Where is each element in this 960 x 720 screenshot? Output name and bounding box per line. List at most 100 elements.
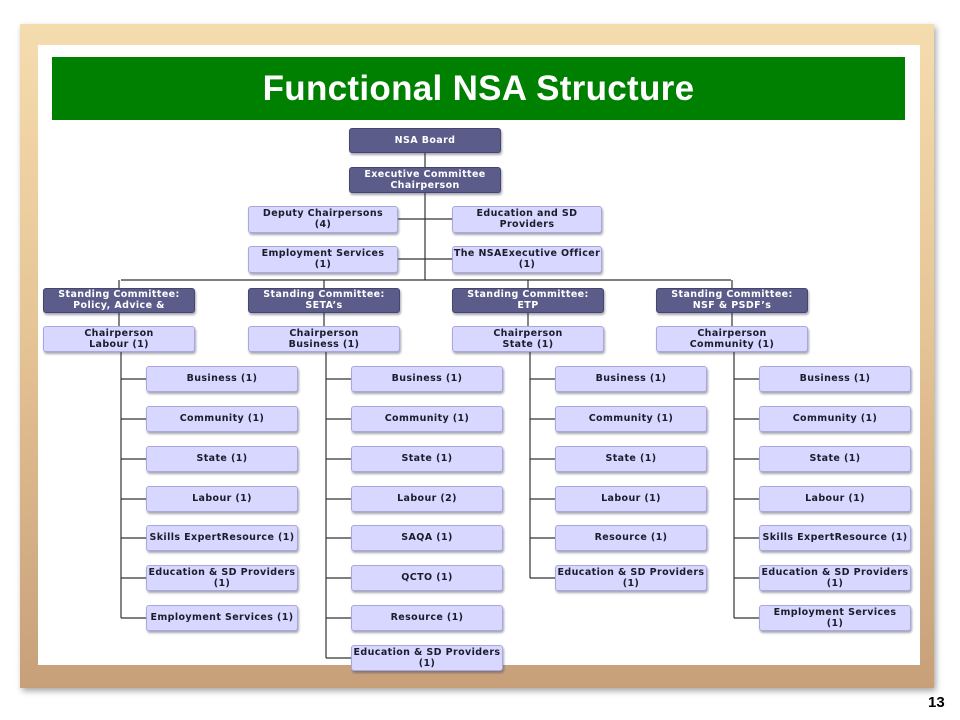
- committee-nsf-member: Labour (1): [759, 486, 911, 512]
- committee-seta-member: QCTO (1): [351, 565, 503, 591]
- committee-seta-member: Community (1): [351, 406, 503, 432]
- committee-etp-member-label: State (1): [605, 453, 657, 465]
- committee-policy-member-label: Education & SD Providers: [148, 566, 296, 578]
- committee-policy-head-label: Standing Committee:: [58, 289, 180, 301]
- committee-policy-chair-sublabel: Labour (1): [89, 338, 149, 350]
- committee-policy-member: Labour (1): [146, 486, 298, 512]
- committee-seta-member: State (1): [351, 446, 503, 472]
- committee-etp-member-label: Business (1): [595, 373, 667, 385]
- committee-nsf-head-label: Standing Committee:: [671, 289, 793, 301]
- committee-seta-member-label: Education & SD Providers: [353, 646, 501, 658]
- committee-policy-member: Education & SD Providers(1): [146, 565, 298, 591]
- committee-etp-member: Labour (1): [555, 486, 707, 512]
- committee-nsf-member-label: Skills ExpertResource (1): [762, 532, 908, 544]
- committee-policy-head-sublabel: Policy, Advice &: [73, 299, 165, 311]
- committee-seta-member-label: Labour (2): [397, 493, 457, 505]
- committee-seta-head-label: Standing Committee:: [263, 289, 385, 301]
- committee-seta-member-label: SAQA (1): [401, 532, 453, 544]
- committee-policy-head: Standing Committee:Policy, Advice &: [43, 288, 195, 313]
- deputy-chairpersons-box-label: Deputy Chairpersons: [262, 207, 384, 219]
- committee-seta-head: Standing Committee:SETA’s: [248, 288, 400, 313]
- committee-seta-chair-label: Chairperson: [289, 327, 359, 339]
- committee-policy-member-label: Community (1): [179, 413, 265, 425]
- slide-title: Functional NSA Structure: [262, 68, 695, 108]
- committee-etp-chair-label: Chairperson: [493, 327, 563, 339]
- committee-nsf-member-label: Business (1): [799, 373, 871, 385]
- committee-etp-chair-sublabel: State (1): [502, 338, 554, 350]
- committee-etp-member: Education & SD Providers(1): [555, 565, 707, 591]
- committee-policy-chair-label: Chairperson: [84, 327, 154, 339]
- committee-seta-member-label: State (1): [401, 453, 453, 465]
- committee-etp-member: Resource (1): [555, 525, 707, 551]
- committee-seta-member: Education & SD Providers(1): [351, 645, 503, 671]
- nsa-board-box-label: NSA Board: [394, 134, 456, 146]
- committee-nsf-member-label: Education & SD Providers: [761, 566, 909, 578]
- executive-committee-box-sublabel: Chairperson: [390, 179, 460, 191]
- executive-committee-box-label: Executive Committee: [364, 168, 486, 180]
- committee-nsf-member: Skills ExpertResource (1): [759, 525, 911, 551]
- committee-etp-member: Community (1): [555, 406, 707, 432]
- committee-nsf-member-sublabel: (1): [826, 617, 844, 629]
- committee-policy-member: Employment Services (1): [146, 605, 298, 631]
- executive-officer-box: The NSAExecutive Officer(1): [452, 246, 602, 273]
- committee-seta-member: Labour (2): [351, 486, 503, 512]
- committee-seta-member: SAQA (1): [351, 525, 503, 551]
- committee-nsf-member: Community (1): [759, 406, 911, 432]
- committee-etp-head-sublabel: ETP: [517, 299, 539, 311]
- committee-seta-member-label: Resource (1): [390, 612, 464, 624]
- employment-services-box-label: Employment Services: [261, 247, 385, 259]
- committee-nsf-member-label: Employment Services: [773, 606, 897, 618]
- committee-etp-member-label: Education & SD Providers: [557, 566, 705, 578]
- employment-services-box-sublabel: (1): [314, 259, 332, 271]
- committee-seta-member-label: QCTO (1): [401, 572, 453, 584]
- committee-etp-member-sublabel: (1): [622, 577, 640, 589]
- education-sd-providers-box-sublabel: Providers: [499, 219, 555, 231]
- committee-seta-chair-sublabel: Business (1): [288, 338, 360, 350]
- committee-nsf-member-sublabel: (1): [826, 577, 844, 589]
- committee-seta-member: Resource (1): [351, 605, 503, 631]
- committee-nsf-chair-label: Chairperson: [697, 327, 767, 339]
- committee-nsf-member: Employment Services(1): [759, 605, 911, 631]
- committee-policy-member-sublabel: (1): [213, 577, 231, 589]
- committee-seta-member-label: Business (1): [391, 373, 463, 385]
- committee-etp-member: Business (1): [555, 366, 707, 392]
- committee-nsf-head: Standing Committee:NSF & PSDF’s: [656, 288, 808, 313]
- committee-seta-head-sublabel: SETA’s: [305, 299, 343, 311]
- education-sd-providers-box-label: Education and SD: [476, 207, 578, 219]
- committee-policy-member: Skills ExpertResource (1): [146, 525, 298, 551]
- executive-officer-box-sublabel: (1): [518, 259, 536, 271]
- committee-etp-member-label: Labour (1): [601, 493, 661, 505]
- title-banner: Functional NSA Structure: [52, 57, 905, 120]
- employment-services-box: Employment Services(1): [248, 246, 398, 273]
- committee-nsf-member: Business (1): [759, 366, 911, 392]
- committee-nsf-member-label: Labour (1): [805, 493, 865, 505]
- committee-policy-member-label: Employment Services (1): [150, 612, 294, 624]
- committee-etp-member-label: Resource (1): [594, 532, 668, 544]
- committee-nsf-chair-sublabel: Community (1): [689, 338, 775, 350]
- nsa-board-box: NSA Board: [349, 128, 501, 153]
- deputy-chairpersons-box-sublabel: (4): [314, 219, 332, 231]
- committee-nsf-member: State (1): [759, 446, 911, 472]
- committee-etp-member: State (1): [555, 446, 707, 472]
- committee-policy-member-label: State (1): [196, 453, 248, 465]
- committee-seta-member-sublabel: (1): [418, 657, 436, 669]
- committee-policy-member-label: Labour (1): [192, 493, 252, 505]
- committee-nsf-member: Education & SD Providers(1): [759, 565, 911, 591]
- committee-policy-member-label: Skills ExpertResource (1): [149, 532, 295, 544]
- committee-policy-member: Community (1): [146, 406, 298, 432]
- committee-etp-head: Standing Committee:ETP: [452, 288, 604, 313]
- executive-officer-box-label: The NSAExecutive Officer: [453, 247, 601, 259]
- committee-policy-member-label: Business (1): [186, 373, 258, 385]
- committee-policy-member: Business (1): [146, 366, 298, 392]
- committee-seta-member-label: Community (1): [384, 413, 470, 425]
- committee-etp-member-label: Community (1): [588, 413, 674, 425]
- committee-seta-member: Business (1): [351, 366, 503, 392]
- committee-nsf-member-label: Community (1): [792, 413, 878, 425]
